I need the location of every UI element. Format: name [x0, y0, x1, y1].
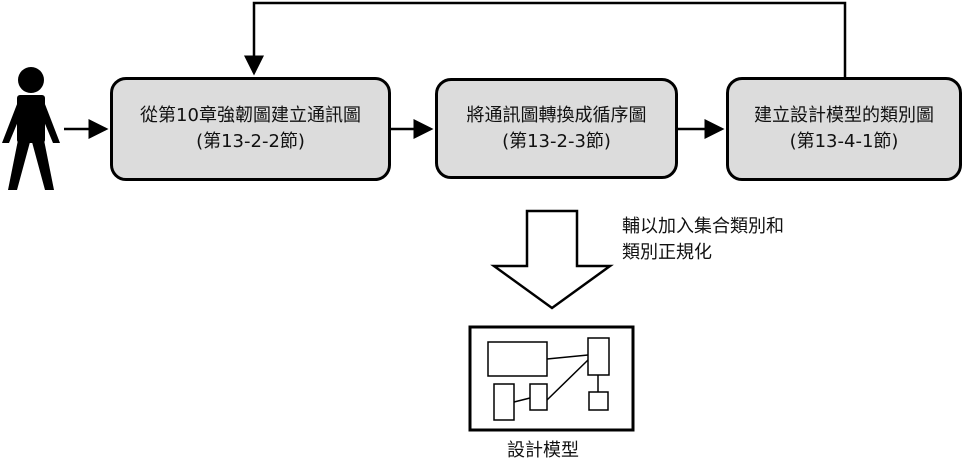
- side-note-line2: 類別正規化: [622, 242, 712, 263]
- step3-title: 建立設計模型的類別圖: [754, 105, 934, 126]
- step1-section: (第13-2-2節): [196, 131, 305, 152]
- step-box-build-class-diagram: 建立設計模型的類別圖 (第13-4-1節): [726, 77, 962, 181]
- stick-figure-icon: [2, 67, 60, 190]
- step-box-convert-to-sequence-diagram: 將通訊圖轉換成循序圖 (第13-2-3節): [435, 78, 678, 179]
- step-box-build-communication-diagram: 從第10章強韌圖建立通訊圖 (第13-2-2節): [110, 77, 391, 181]
- step2-section: (第13-2-3節): [502, 130, 611, 152]
- hollow-down-arrow-icon: [490, 209, 614, 310]
- step2-title: 將通訊圖轉換成循序圖: [466, 104, 647, 126]
- arrow-feedback-loop: [244, 1, 847, 77]
- design-model-icon: [468, 325, 635, 432]
- side-note: 輔以加入集合類別和 類別正規化: [622, 214, 784, 266]
- design-model-caption: 設計模型: [507, 440, 579, 461]
- step1-title: 從第10章強韌圖建立通訊圖: [140, 105, 361, 126]
- side-note-line1: 輔以加入集合類別和: [622, 216, 784, 237]
- step3-section: (第13-4-1節): [789, 131, 899, 152]
